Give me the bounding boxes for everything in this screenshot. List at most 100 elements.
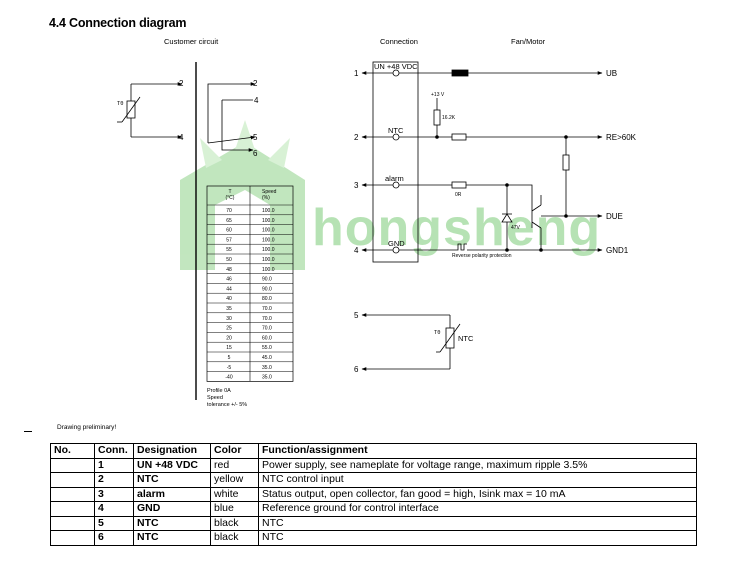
cell-designation: NTC — [133, 515, 211, 531]
terminal-2-out: RE>60K — [606, 133, 637, 142]
speed-table-temp: 55 — [226, 247, 232, 253]
section-connection: Connection — [380, 37, 418, 46]
terminal-1-label: UN +48 VDC — [374, 62, 418, 71]
cell-designation: alarm — [133, 486, 211, 502]
ntc-thermistor-label: Tθ — [434, 330, 440, 336]
speed-table-speed: 80.0 — [262, 296, 272, 302]
cell-color: red — [210, 457, 259, 473]
speed-table-temp: 30 — [226, 316, 232, 322]
watermark-text: hongsheng — [312, 199, 601, 257]
customer-pin-block — [207, 82, 256, 152]
header-designation: Designation — [133, 443, 211, 459]
speed-table-speed: 45.0 — [262, 355, 272, 361]
supply-label: +13 V — [431, 92, 445, 98]
cell-function: Status output, open collector, fan good … — [258, 486, 697, 502]
table-row: 2 NTC yellow NTC control input — [50, 472, 697, 488]
cell-color: black — [210, 515, 259, 531]
cell-no — [50, 501, 95, 517]
profile-note-1: Profile 0A — [207, 388, 231, 394]
speed-table-speed: 70.0 — [262, 316, 272, 322]
speed-table-temp: -5 — [227, 365, 232, 371]
header-no: No. — [50, 443, 95, 459]
connection-table: No. Conn. Designation Color Function/ass… — [50, 443, 697, 546]
cell-no — [50, 472, 95, 488]
speed-table-temp: 40 — [226, 296, 232, 302]
terminal-4-num: 4 — [354, 246, 359, 255]
speed-table-speed: 100.0 — [262, 237, 275, 243]
speed-table-speed: 100.0 — [262, 218, 275, 224]
cell-conn: 4 — [94, 501, 134, 517]
cell-function: NTC — [258, 530, 697, 546]
cell-function: Reference ground for control interface — [258, 501, 697, 517]
header-function: Function/assignment — [258, 443, 697, 459]
terminal-3-label: alarm — [385, 174, 404, 183]
speed-table-temp: 65 — [226, 218, 232, 224]
speed-table-temp: 35 — [226, 306, 232, 312]
terminal-2 — [361, 133, 603, 141]
cell-no — [50, 486, 95, 502]
terminal-2-label: NTC — [388, 126, 404, 135]
ntc-circuit — [361, 313, 461, 371]
speed-table-speed: 60.0 — [262, 335, 272, 341]
speed-table-speed: 35.0 — [262, 375, 272, 381]
cell-designation: NTC — [133, 472, 211, 488]
section-fan-motor: Fan/Motor — [511, 37, 546, 46]
terminal-2-num: 2 — [354, 133, 359, 142]
speed-table-speed: 100.0 — [262, 247, 275, 253]
cell-color: black — [210, 530, 259, 546]
page-heading: 4.4 Connection diagram — [49, 16, 187, 30]
terminal-1-out: UB — [606, 69, 617, 78]
customer-thermistor-label: Tθ — [117, 101, 123, 107]
terminal-1 — [361, 69, 603, 77]
ntc-pin-5: 5 — [354, 311, 359, 320]
speed-table-temp: 44 — [226, 286, 232, 292]
table-row: 5 NTC black NTC — [50, 515, 697, 531]
customer-pin-6: 6 — [253, 149, 258, 158]
speed-table-speed: 90.0 — [262, 286, 272, 292]
speed-table-temp: 57 — [226, 237, 232, 243]
speed-table-speed: 70.0 — [262, 306, 272, 312]
speed-table-header: T — [228, 189, 231, 195]
cell-conn: 1 — [94, 457, 134, 473]
profile-note-2: Speed — [207, 395, 223, 401]
cell-color: yellow — [210, 472, 259, 488]
speed-table-header: (%) — [262, 195, 270, 201]
cell-conn: 6 — [94, 530, 134, 546]
alarm-resistor-label: 0R — [455, 192, 462, 198]
cell-function: Power supply, see nameplate for voltage … — [258, 457, 697, 473]
cell-conn: 3 — [94, 486, 134, 502]
terminal-3 — [361, 135, 603, 252]
speed-table-temp: 50 — [226, 257, 232, 263]
customer-thermistor-circuit — [117, 82, 183, 139]
speed-table-speed: 100.0 — [262, 257, 275, 263]
table-row: 3 alarm white Status output, open collec… — [50, 486, 697, 502]
terminal-4-out: GND1 — [606, 246, 629, 255]
connection-table-header: No. Conn. Designation Color Function/ass… — [50, 443, 697, 459]
speed-table-header: (°C) — [226, 195, 235, 201]
speed-table-speed: 55.0 — [262, 345, 272, 351]
cell-conn: 2 — [94, 472, 134, 488]
cell-conn: 5 — [94, 515, 134, 531]
customer-pin-4a: 4 — [179, 133, 184, 142]
cell-no — [50, 457, 95, 473]
speed-table-header: Speed — [262, 189, 277, 195]
zener-label: 47V — [511, 225, 521, 231]
speed-table-temp: 15 — [226, 345, 232, 351]
section-customer-circuit: Customer circuit — [164, 37, 219, 46]
speed-table-temp: -40 — [225, 375, 232, 381]
customer-pin-2b: 2 — [253, 79, 258, 88]
terminal-4 — [361, 243, 603, 254]
speed-table-speed: 100.0 — [262, 208, 275, 214]
speed-table-speed: 100.0 — [262, 228, 275, 234]
cell-color: blue — [210, 501, 259, 517]
terminal-4-label: GND — [388, 239, 405, 248]
table-row: 1 UN +48 VDC red Power supply, see namep… — [50, 457, 697, 473]
speed-table-speed: 90.0 — [262, 277, 272, 283]
connector-box — [372, 61, 419, 263]
cell-designation: NTC — [133, 530, 211, 546]
customer-pin-4b: 4 — [254, 96, 259, 105]
watermark-logo — [180, 142, 305, 270]
watermark-rays — [200, 120, 290, 168]
